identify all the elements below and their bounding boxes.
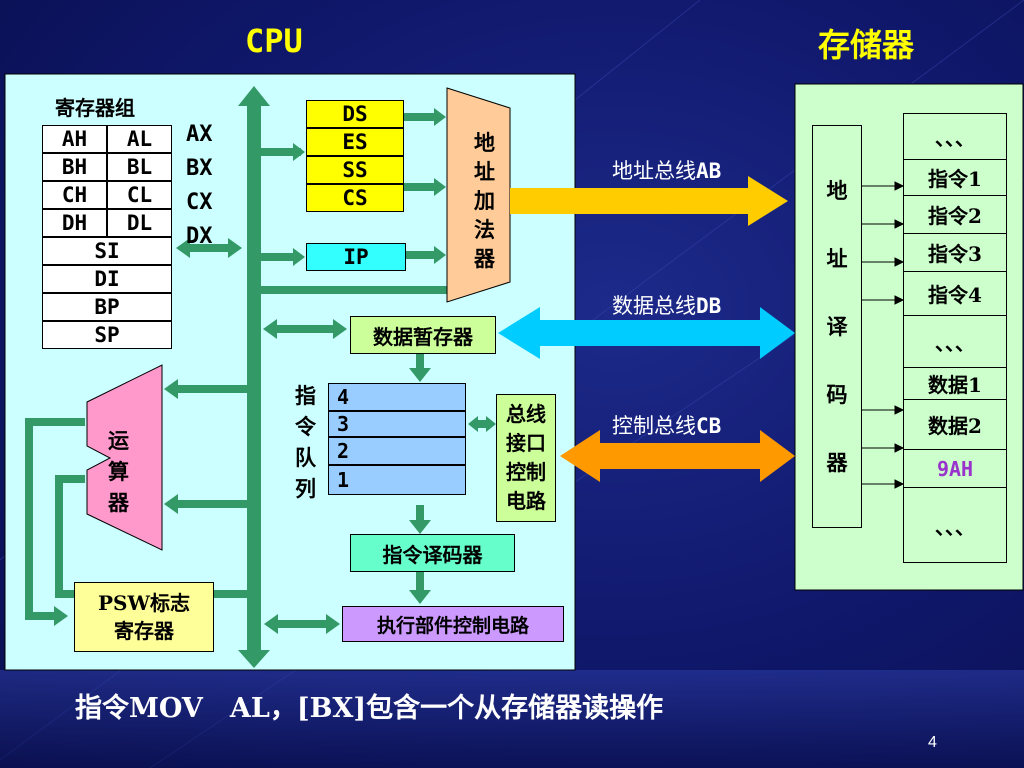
address-bus-label: 地址总线AB bbox=[612, 155, 721, 185]
address-adder-shape bbox=[446, 87, 511, 303]
data-bus-abbr: DB bbox=[696, 294, 722, 318]
address-adder-char: 地 bbox=[474, 130, 495, 155]
segment-ds: DS bbox=[306, 100, 404, 128]
control-bus-abbr: CB bbox=[696, 414, 722, 438]
decoder-to-cell-lines bbox=[862, 181, 905, 489]
bus-interface-text: 接口 bbox=[506, 431, 546, 455]
bus-interface-text: 总线 bbox=[506, 402, 546, 426]
alu-char: 运 bbox=[108, 428, 129, 453]
execution-control-circuit: 执行部件控制电路 bbox=[342, 606, 564, 642]
memory-cell: 指令4 bbox=[903, 272, 1007, 316]
bus-interface-control: 总线 接口 控制 电路 bbox=[496, 394, 556, 522]
memory-cells bbox=[903, 113, 1007, 563]
register-dh: DH bbox=[42, 209, 107, 237]
address-adder-char: 法 bbox=[474, 217, 495, 242]
address-adder-char: 加 bbox=[474, 188, 495, 213]
memory-cell: 、、、 bbox=[903, 316, 1007, 368]
address-adder-char: 器 bbox=[474, 246, 495, 271]
bus-interface-text: 控制 bbox=[506, 460, 546, 484]
decoder-char: 码 bbox=[826, 381, 848, 407]
register-dx-label: DX bbox=[186, 224, 213, 249]
psw-line: 寄存器 bbox=[114, 619, 174, 643]
register-cx-label: CX bbox=[186, 190, 213, 215]
memory-cell: 指令2 bbox=[903, 196, 1007, 234]
alu-char: 算 bbox=[108, 459, 129, 484]
segment-ss: SS bbox=[306, 156, 404, 184]
psw-register: PSW标志 寄存器 bbox=[74, 582, 214, 652]
memory-cell: 、、、 bbox=[903, 113, 1007, 160]
control-bus-label: 控制总线CB bbox=[612, 410, 721, 440]
control-bus-arrow bbox=[560, 430, 795, 482]
address-adder-label: 地 址 加 法 器 bbox=[474, 128, 495, 273]
register-bx-label: BX bbox=[186, 156, 213, 181]
bus-interface-text: 电路 bbox=[506, 489, 546, 513]
register-dl: DL bbox=[107, 209, 172, 237]
queue-slot: 2 bbox=[328, 437, 466, 465]
segment-cs: CS bbox=[306, 184, 404, 212]
memory-address-decoder: 地 址 译 码 器 bbox=[812, 125, 862, 528]
ip-register: IP bbox=[306, 243, 406, 271]
psw-line: PSW标志 bbox=[98, 591, 190, 615]
cpu-title: CPU bbox=[245, 22, 303, 60]
memory-cell: 数据1 bbox=[903, 368, 1007, 400]
address-bus-arrow bbox=[510, 176, 788, 226]
data-bus-arrow bbox=[498, 307, 795, 359]
queue-slot: 4 bbox=[328, 383, 466, 411]
connectors bbox=[25, 108, 496, 634]
register-ch: CH bbox=[42, 181, 107, 209]
memory-title: 存储器 bbox=[818, 26, 915, 64]
register-al: AL bbox=[107, 125, 172, 153]
register-bh: BH bbox=[42, 153, 107, 181]
control-bus-text: 控制总线 bbox=[612, 414, 696, 438]
register-bl: BL bbox=[107, 153, 172, 181]
register-sp: SP bbox=[42, 321, 172, 349]
data-bus-text: 数据总线 bbox=[612, 294, 696, 318]
address-bus-abbr: AB bbox=[696, 159, 722, 183]
address-bus-text: 地址总线 bbox=[612, 159, 696, 183]
queue-slot: 3 bbox=[328, 411, 466, 437]
instruction-decoder: 指令译码器 bbox=[350, 534, 515, 572]
queue-label-char: 队 bbox=[295, 445, 316, 470]
queue-slot: 1 bbox=[328, 465, 466, 495]
queue-label-char: 指 bbox=[295, 383, 316, 408]
memory-cell: 数据2 bbox=[903, 400, 1007, 450]
data-buffer: 数据暂存器 bbox=[350, 316, 496, 354]
register-di: DI bbox=[42, 265, 172, 293]
register-group-label: 寄存器组 bbox=[55, 96, 135, 120]
alu-shape bbox=[86, 364, 163, 551]
instruction-queue-label: 指 令 队 列 bbox=[295, 380, 316, 504]
register-ah: AH bbox=[42, 125, 107, 153]
memory-cell: 指令1 bbox=[903, 160, 1007, 196]
footer-instruction-text: 指令MOV AL，[BX]包含一个从存储器读操作 bbox=[75, 693, 664, 724]
internal-bus bbox=[238, 86, 270, 668]
address-adder-char: 址 bbox=[474, 159, 495, 184]
alu-char: 器 bbox=[108, 490, 129, 515]
memory-cell-highlighted: 9AH bbox=[903, 450, 1007, 488]
memory-cell: 、、、 bbox=[935, 514, 975, 539]
alu-label: 运 算 器 bbox=[108, 425, 129, 518]
register-si: SI bbox=[42, 237, 172, 265]
page-number: 4 bbox=[928, 734, 937, 751]
queue-label-char: 列 bbox=[295, 476, 316, 501]
decoder-char: 译 bbox=[826, 313, 848, 339]
register-ax-label: AX bbox=[186, 122, 213, 147]
decoder-char: 址 bbox=[826, 245, 848, 271]
decoder-char: 地 bbox=[826, 177, 848, 203]
data-bus-label: 数据总线DB bbox=[612, 290, 721, 320]
queue-label-char: 令 bbox=[295, 414, 316, 439]
segment-es: ES bbox=[306, 128, 404, 156]
memory-cell: 指令3 bbox=[903, 234, 1007, 272]
register-bp: BP bbox=[42, 293, 172, 321]
decoder-char: 器 bbox=[826, 449, 848, 475]
register-cl: CL bbox=[107, 181, 172, 209]
footer-band bbox=[0, 670, 1024, 768]
